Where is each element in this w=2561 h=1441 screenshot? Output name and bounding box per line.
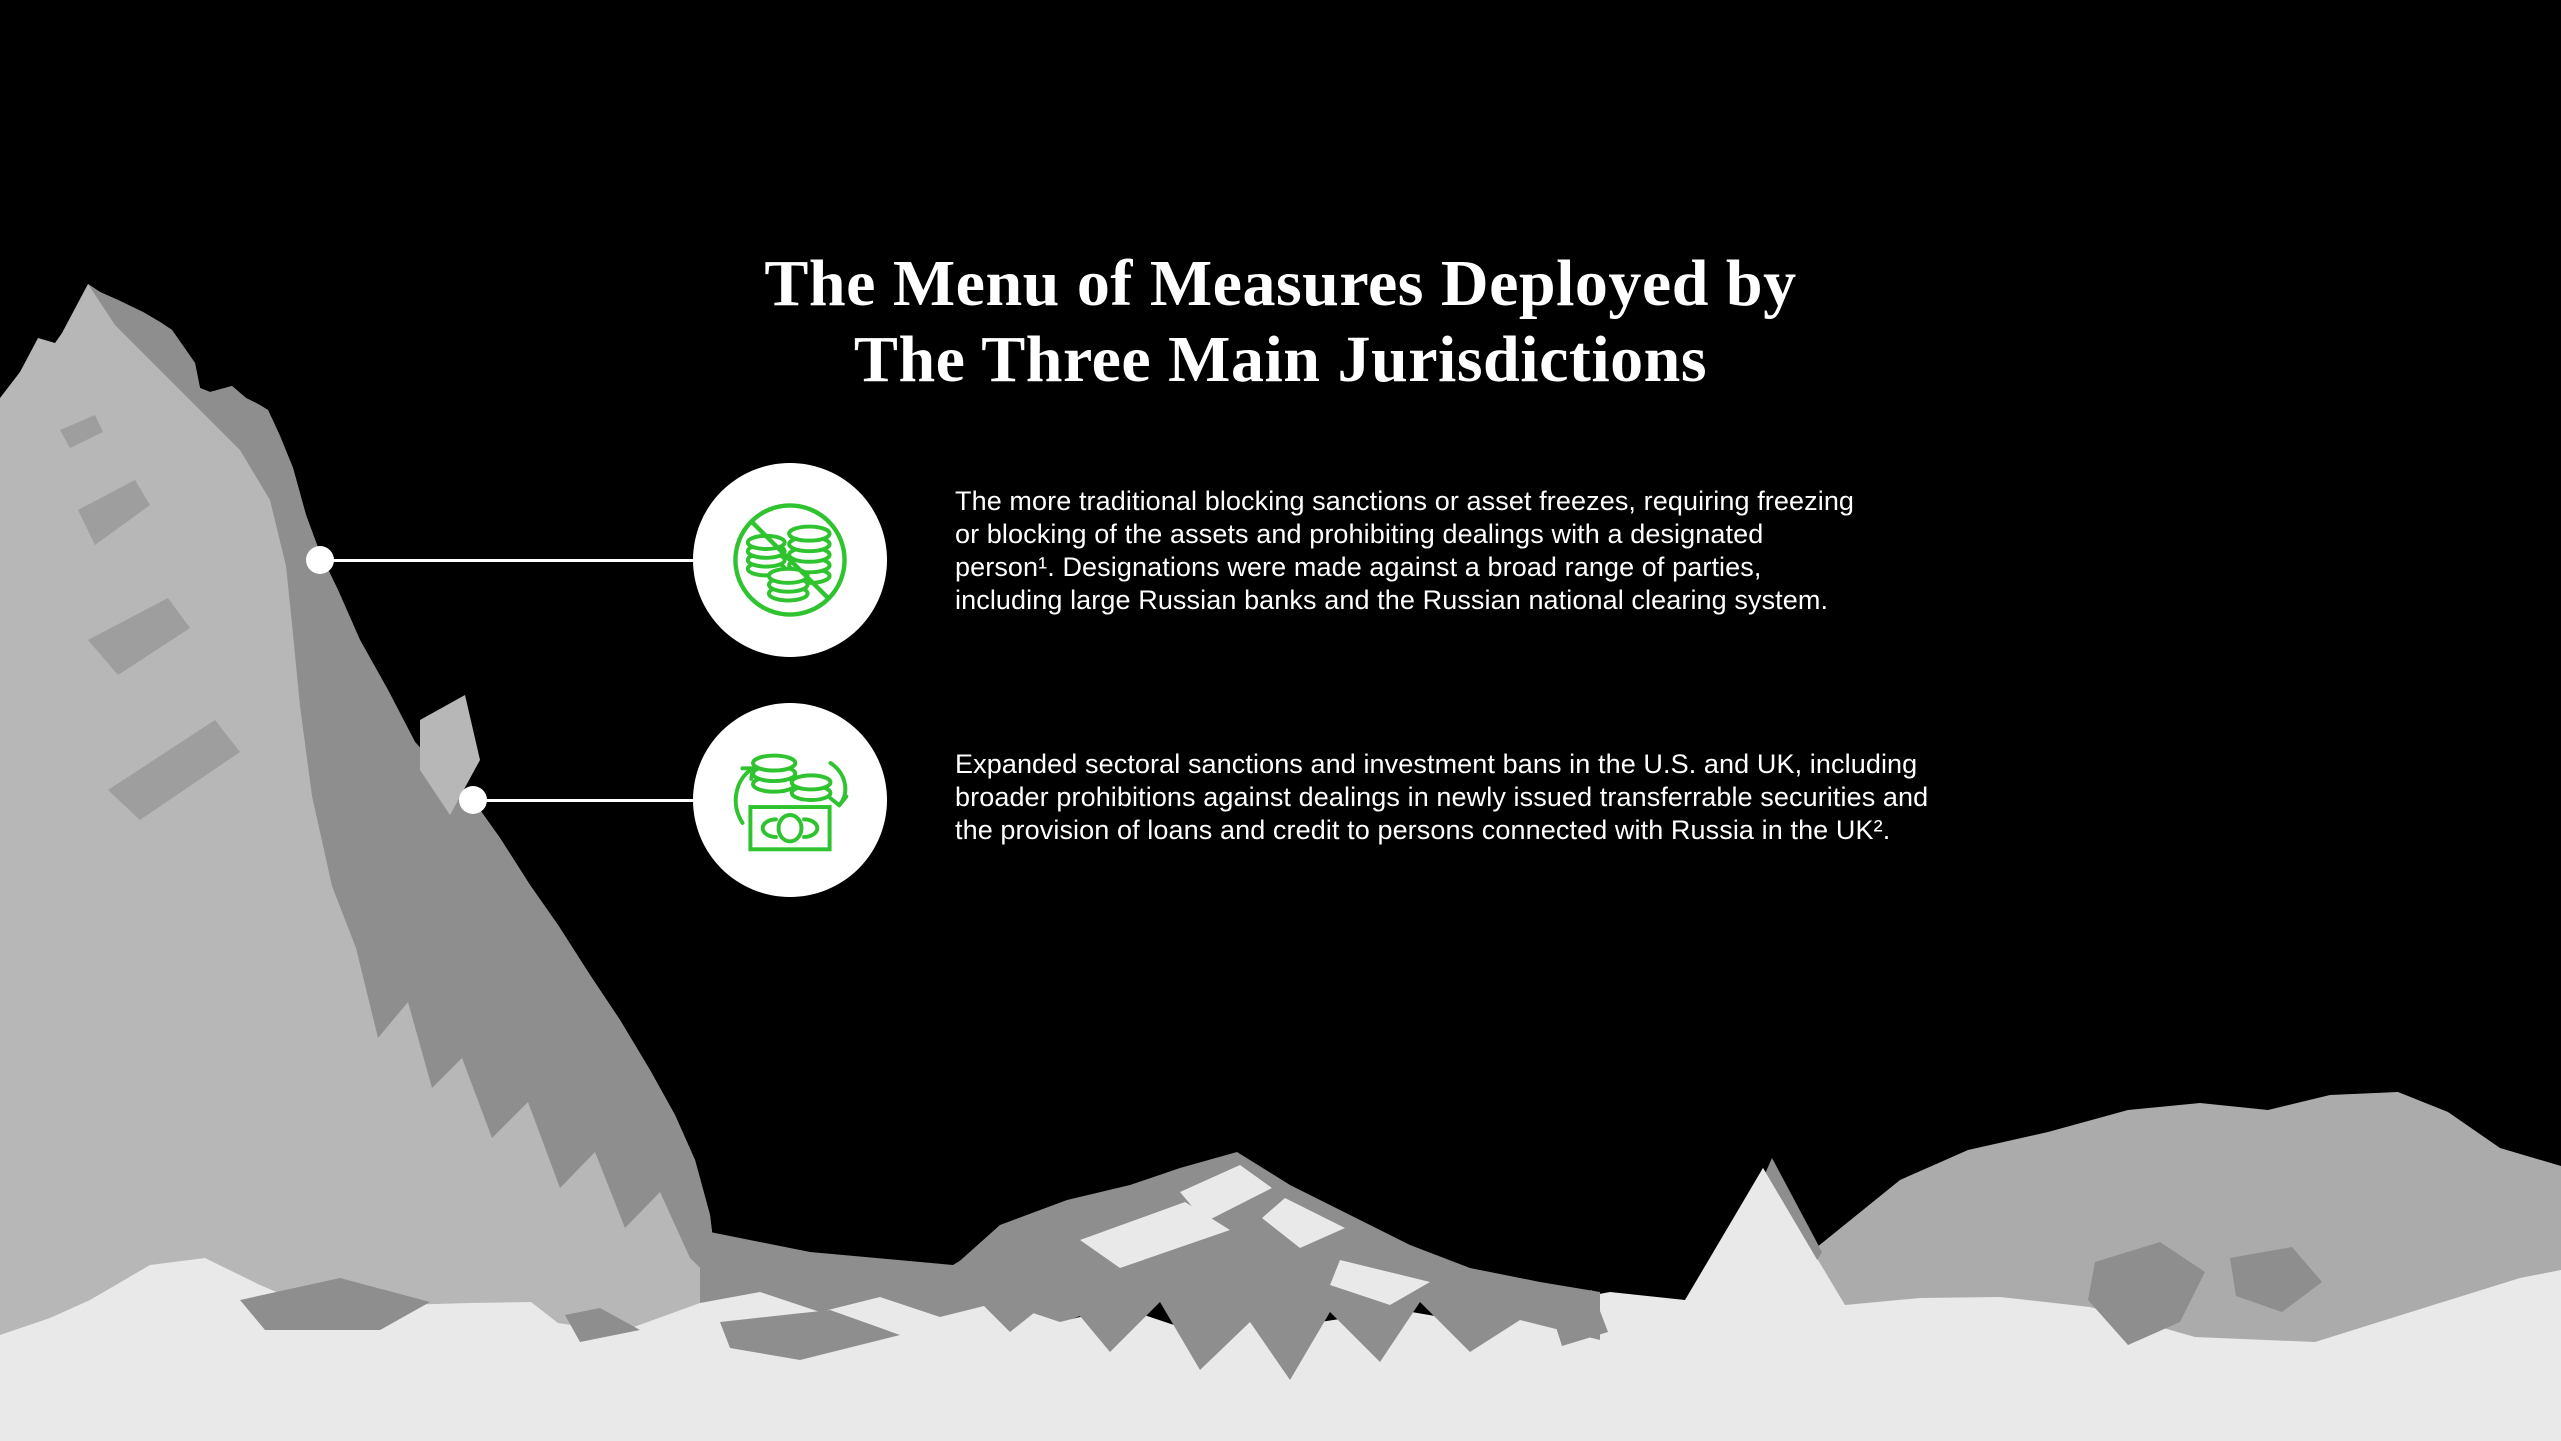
central-peak-snow-patches [1080,1165,1430,1305]
arrow-down-right-head [828,794,849,808]
snow-outcrops [240,1242,2322,1360]
page-title-line-1: The Menu of Measures Deployed by [764,247,1797,320]
connector-dot-1 [306,546,334,574]
measure-1-line-4: including large Russian banks and the Ru… [955,585,1829,615]
left-mountain-light-patch [420,695,480,815]
prohibition-slash [749,519,831,601]
measure-1-text: The more traditional blocking sanctions … [955,485,1854,617]
banknote [748,805,832,852]
connector-dot-2 [459,786,487,814]
left-mountain-shaded-face [88,284,718,1285]
measure-2-line-1: Expanded sectoral sanctions and investme… [955,749,1918,779]
coin-stack-left [751,753,798,794]
measure-2-line-2: broader prohibitions against dealings in… [955,782,1929,812]
page-title-line-2: The Three Main Jurisdictions [853,323,1708,396]
measure-1-line-3: person¹. Designations were made against … [955,552,1762,582]
coin-stack-front [766,566,810,603]
page-title: The Menu of Measures Deployed by The Thr… [0,246,2561,398]
measure-2-line-3: the provision of loans and credit to per… [955,815,1891,845]
left-mountain-streaks [60,415,240,820]
snow-peak [1685,1168,1845,1320]
measure-1-line-2: or blocking of the assets and prohibitin… [955,519,1764,549]
right-ridge [1770,1092,2561,1345]
arrow-up-left [733,766,756,825]
measure-1-line-1: The more traditional blocking sanctions … [955,486,1855,516]
coin-stack-right [789,773,833,802]
snow-field [0,1168,2561,1441]
arrow-up-left-head [740,766,756,781]
connector-line-2 [473,799,698,802]
connector-line-1 [320,559,696,562]
no-coins-icon [693,463,887,657]
measure-2-text: Expanded sectoral sanctions and investme… [955,748,1928,847]
central-peak [925,1152,1600,1380]
currency-exchange-icon [693,703,887,897]
prohibition-ring [733,503,847,617]
